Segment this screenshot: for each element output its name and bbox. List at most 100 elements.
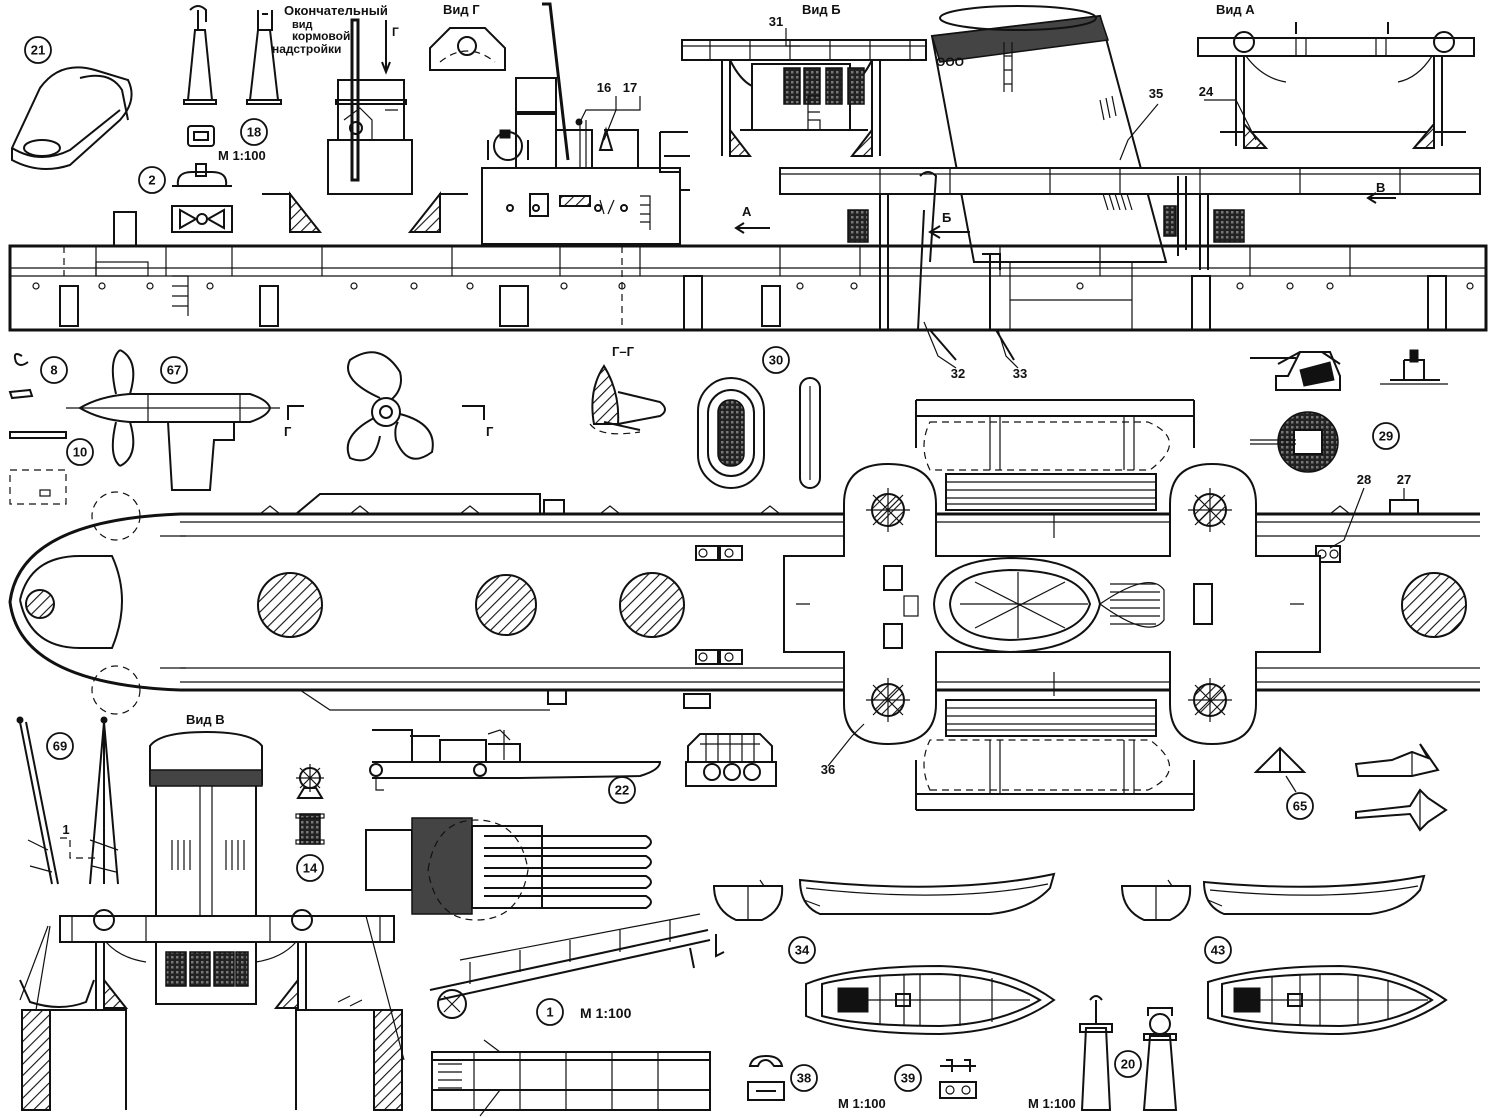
svg-text:Вид А: Вид А xyxy=(1216,2,1255,17)
callout-24: 24 xyxy=(1199,84,1214,99)
item-67-propeller-shaft xyxy=(66,349,280,491)
item-2-cleat xyxy=(171,163,233,233)
svg-text:34: 34 xyxy=(795,943,810,958)
svg-text:29: 29 xyxy=(1379,429,1393,444)
svg-text:14: 14 xyxy=(303,861,318,876)
view-a-bridge: Вид А xyxy=(1197,2,1475,149)
item-21-tub-drawing xyxy=(11,66,133,170)
callout-33: 33 xyxy=(1013,366,1027,381)
item-29-gun-mounts xyxy=(1250,349,1448,473)
callout-1-strut: 1 xyxy=(62,822,69,837)
callout-31: 31 xyxy=(769,14,783,29)
svg-text:Вид В: Вид В xyxy=(186,712,225,727)
aft-superstructure-elevation xyxy=(262,18,468,233)
svg-text:Г: Г xyxy=(486,424,494,439)
scale-label-20: М 1:100 xyxy=(1028,1096,1076,1111)
callout-29: 29 xyxy=(1372,422,1400,450)
svg-text:30: 30 xyxy=(769,353,783,368)
svg-text:39: 39 xyxy=(901,1071,915,1086)
scale-label-39: М 1:100 xyxy=(838,1096,886,1111)
main-superstructure-elevation: Б В А xyxy=(734,167,1481,331)
callout-8: 8 xyxy=(40,356,68,384)
callout-leader-lines xyxy=(579,28,1405,793)
callout-2: 2 xyxy=(138,166,166,194)
svg-text:А: А xyxy=(742,204,752,219)
callout-20: 20 xyxy=(1114,1050,1142,1078)
callout-34: 34 xyxy=(788,936,816,964)
svg-text:ООО: ООО xyxy=(936,55,964,69)
callout-36: 36 xyxy=(821,762,835,777)
svg-text:69: 69 xyxy=(53,739,67,754)
svg-text:В: В xyxy=(1376,180,1385,195)
item-14-parts xyxy=(295,764,325,845)
item-69-struts xyxy=(16,716,119,885)
section-gg-rudder: Г–Г xyxy=(589,344,666,435)
final-view-label: Окончательный вид кормовой надстройки Г xyxy=(272,3,399,75)
callout-69: 69 xyxy=(46,732,74,760)
torpedo-tube-end-view xyxy=(685,733,777,787)
item-65-parts xyxy=(1253,743,1448,832)
view-b-bridge: Вид Б xyxy=(681,2,927,157)
svg-text:Б: Б xyxy=(942,210,951,225)
svg-text:8: 8 xyxy=(50,363,57,378)
callout-14: 14 xyxy=(296,854,324,882)
callout-27: 27 xyxy=(1397,472,1411,487)
svg-text:Вид Б: Вид Б xyxy=(802,2,841,17)
torpedo-tube-plan xyxy=(365,817,652,921)
item-30-liferaft xyxy=(697,377,821,489)
callout-65: 65 xyxy=(1286,792,1314,820)
svg-text:Г–Г: Г–Г xyxy=(612,344,635,359)
svg-text:22: 22 xyxy=(615,783,629,798)
callout-38: 38 xyxy=(790,1064,818,1092)
item-20-bollards xyxy=(1079,995,1178,1111)
item-18-bollards xyxy=(183,5,282,147)
svg-text:20: 20 xyxy=(1121,1057,1135,1072)
propeller-front-view: Г Г xyxy=(284,351,494,462)
callout-17: 17 xyxy=(623,80,637,95)
view-v-funnel-bridge: Вид В xyxy=(19,712,405,1111)
item-22-torpedo-tube xyxy=(369,729,662,791)
scale-label-18: М 1:100 xyxy=(218,148,266,163)
svg-text:65: 65 xyxy=(1293,799,1307,814)
callout-22: 22 xyxy=(608,776,636,804)
callout-28: 28 xyxy=(1357,472,1371,487)
callout-16: 16 xyxy=(597,80,611,95)
callout-1-gangway: 1 xyxy=(536,998,564,1026)
callout-21: 21 xyxy=(24,36,52,64)
callout-32: 32 xyxy=(951,366,965,381)
callout-35: 35 xyxy=(1149,86,1163,101)
bridge-plan-cross xyxy=(783,399,1321,811)
svg-text:18: 18 xyxy=(247,125,261,140)
midship-deckhouse-elevation xyxy=(481,2,690,245)
svg-text:Вид Г: Вид Г xyxy=(443,2,480,17)
svg-text:надстройки: надстройки xyxy=(272,42,341,56)
callout-39: 39 xyxy=(894,1064,922,1092)
hull-side-elevation xyxy=(8,211,1488,361)
svg-text:67: 67 xyxy=(167,363,181,378)
callout-43: 43 xyxy=(1204,936,1232,964)
svg-text:1: 1 xyxy=(546,1005,553,1020)
item-38-39-fittings xyxy=(747,1054,977,1101)
item-8-10-small-parts xyxy=(8,353,67,505)
funnel-side-view: ООО xyxy=(930,5,1168,263)
callout-10: 10 xyxy=(66,438,94,466)
view-g-detail: Вид Г xyxy=(429,2,506,71)
svg-text:Г: Г xyxy=(284,424,292,439)
item-1-gangway xyxy=(429,913,725,1117)
svg-text:Окончательный: Окончательный xyxy=(284,3,388,18)
item-43-boat xyxy=(1120,874,1448,1036)
callout-18: 18 xyxy=(240,118,268,146)
svg-text:38: 38 xyxy=(797,1071,811,1086)
svg-text:2: 2 xyxy=(148,173,155,188)
svg-text:Г: Г xyxy=(392,25,399,39)
svg-text:10: 10 xyxy=(73,445,87,460)
callout-30: 30 xyxy=(762,346,790,374)
svg-text:43: 43 xyxy=(1211,943,1225,958)
scale-label-1: М 1:100 xyxy=(580,1005,632,1021)
svg-text:вид: вид xyxy=(292,19,313,31)
callout-67: 67 xyxy=(160,356,188,384)
svg-text:21: 21 xyxy=(31,43,45,58)
svg-text:кормовой: кормовой xyxy=(292,29,350,43)
item-34-boat xyxy=(712,872,1056,1036)
